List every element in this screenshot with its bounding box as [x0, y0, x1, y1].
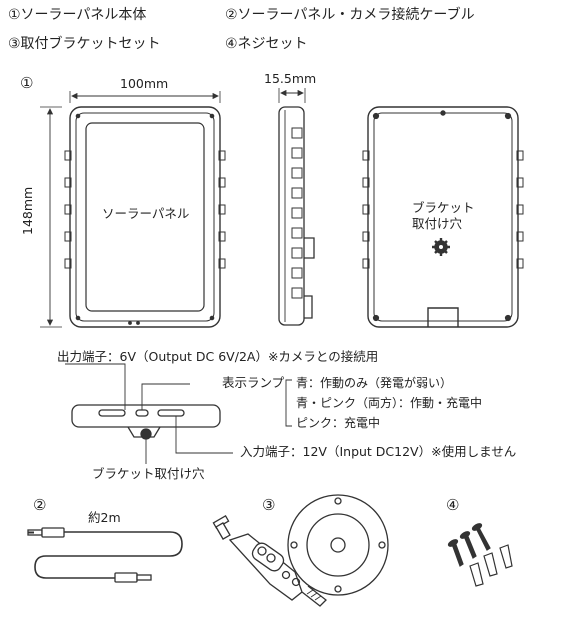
lamp-desc-both: 青・ピンク（両方）：作動・充電中 — [296, 396, 483, 410]
cable-illustration — [27, 527, 183, 583]
section-4-number: ④ — [446, 496, 460, 514]
header-item-2: ②ソーラーパネル・カメラ接続ケーブル — [225, 7, 475, 23]
section-1-number: ① — [20, 74, 34, 92]
bracket-hole-label-line1: ブラケット — [412, 200, 475, 215]
header-item-4: ④ネジセット — [225, 36, 308, 52]
screw-set-illustration — [447, 523, 513, 587]
section-2-number: ② — [33, 496, 47, 514]
lamp-desc-pink: ピンク：充電中 — [296, 416, 381, 430]
header-item-3: ③取付ブラケットセット — [8, 36, 161, 52]
bracket-illustration — [212, 494, 389, 607]
panel-label: ソーラーパネル — [102, 206, 190, 221]
width-dimension-label: 100mm — [120, 76, 169, 91]
section-3-number: ③ — [262, 496, 276, 514]
panel-bottom-view — [65, 363, 292, 464]
bracket-hole-label-line2: 取付け穴 — [412, 216, 463, 231]
indicator-lamp-label: 表示ランプ — [222, 375, 285, 390]
panel-side-view — [278, 88, 315, 326]
cable-length-label: 約2m — [88, 510, 121, 525]
bottom-bracket-hole-label: ブラケット取付け穴 — [92, 466, 205, 481]
input-terminal-label: 入力端子：12V（Input DC12V）※使用しません — [240, 444, 517, 459]
panel-front-view — [40, 91, 226, 328]
lamp-desc-blue: 青：作動のみ（発電が弱い） — [296, 376, 453, 390]
height-dimension-label: 148mm — [20, 186, 35, 235]
header-item-1: ①ソーラーパネル本体 — [8, 7, 147, 23]
output-terminal-label: 出力端子：6V（Output DC 6V/2A）※カメラとの接続用 — [57, 349, 379, 364]
depth-dimension-label: 15.5mm — [264, 71, 317, 86]
panel-back-view — [362, 106, 524, 328]
